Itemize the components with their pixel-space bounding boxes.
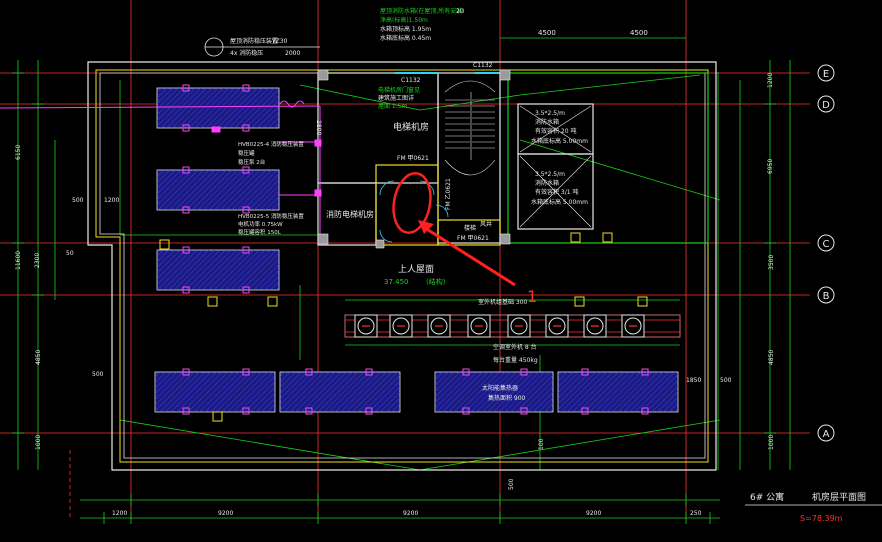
tank2-line2: 有效容积 3/1 吨: [535, 188, 578, 196]
note-mid-3: 稳压泵 2台: [238, 158, 266, 166]
dim-left-2: 11600: [15, 251, 22, 270]
axis-label-e: E: [823, 69, 829, 80]
note-fan-2: 空调室外机 8 台: [493, 343, 537, 351]
dim-top-right-1: 4500: [538, 29, 556, 37]
title-scale: S=78.39m: [800, 514, 843, 523]
equipment-markers: [182, 84, 649, 415]
title-project: 6# 公寓: [750, 491, 784, 503]
note-fan-3: 每台重量 450kg: [493, 356, 538, 364]
note-left-2: 4x 消防稳压: [230, 49, 263, 57]
support-pads: [159, 232, 648, 422]
room-stair: 楼梯: [464, 224, 476, 232]
dim-bottom-5: 250: [690, 510, 702, 517]
tank1-line1: 消防水箱: [535, 118, 559, 126]
axis-label-c: C: [823, 239, 830, 250]
tank1-title: 3.5*2.5/m: [535, 110, 565, 117]
stair-treads: [444, 80, 496, 176]
note-mid-1: HVB0225-4 消防稳压装置: [238, 140, 304, 148]
room-vent: 风井: [480, 220, 492, 228]
dim-top-mid: 20: [456, 8, 464, 15]
note-elev-2: 建筑施工图详: [378, 94, 414, 102]
highlight-annotation: [392, 172, 516, 287]
tank1-line3: 水箱底标高 5.00mm: [531, 137, 588, 145]
door-swings: [379, 72, 500, 243]
dim-bottom-right-vert: 100: [538, 438, 545, 450]
tank-crosses: [519, 105, 592, 228]
note-top-2: 净高(标高)1.50m: [380, 16, 428, 24]
title-block: 6# 公寓 机房层平面图 S=78.39m: [745, 491, 882, 523]
dim-1200: 1200: [104, 197, 119, 204]
door-label-fm2: FM 乙0621: [445, 178, 452, 210]
pipe-line: [0, 100, 322, 245]
note-left-4: 2000: [285, 50, 300, 57]
door-label-fm3: FM 甲0621: [457, 235, 489, 242]
note-mid-2: 稳压罐: [238, 149, 255, 157]
pump-symbol: [204, 37, 320, 57]
dim-bottom-2: 9200: [218, 510, 233, 517]
note-top-4: 水箱底标高 0.45m: [380, 34, 431, 42]
equipment-hatch: [155, 88, 678, 412]
grid-axis-lines: [0, 0, 810, 520]
dim-bottom-4: 9200: [586, 510, 601, 517]
dim-top-right-2: 4500: [630, 29, 648, 37]
door-label-c2: C1132: [473, 62, 493, 69]
dim-right-3: 3500: [768, 255, 775, 270]
dim-50: 50: [66, 250, 74, 257]
axis-label-b: B: [823, 291, 830, 302]
note-elev-1: 电梯机房门窗见: [378, 86, 420, 94]
title-drawing: 机房层平面图: [812, 491, 866, 503]
core-rooms: [317, 72, 709, 246]
door-label-c1: C1132: [401, 77, 421, 84]
dim-left-3: 4850: [35, 350, 42, 365]
dim-right-inner-1: 1850: [686, 377, 701, 384]
dim-right-1: 1200: [767, 73, 774, 88]
note-top-3: 水箱顶标高 1.95m: [380, 25, 431, 33]
dim-right-2: 6950: [767, 159, 774, 174]
room-elevator-machine: 电梯机房: [393, 121, 429, 133]
axis-label-a: A: [823, 429, 830, 440]
dim-bottom-mid: 500: [508, 478, 515, 490]
roof-elevation-note: (结构): [426, 277, 446, 286]
tank1-line2: 有效容积 20 吨: [535, 127, 576, 135]
note-left-1: 屋顶消防稳压装置: [230, 37, 278, 45]
annotation-number: 1: [527, 287, 537, 306]
axis-bubbles: [817, 64, 835, 442]
note-mid-5: 电机功率 0.75kW: [238, 220, 283, 228]
dim-left-1: 6150: [15, 145, 22, 160]
room-fire-elevator-machine: 消防电梯机房: [326, 209, 374, 219]
dim-right-5: 1000: [768, 435, 775, 450]
door-label-fm1: FM 甲0621: [397, 155, 429, 162]
dim-right-4: 4850: [768, 350, 775, 365]
dim-2800: 2800: [315, 120, 322, 135]
note-base-1: 太阳能集热器: [482, 384, 518, 392]
note-fan-1: 室外机组基础 300: [478, 298, 528, 306]
columns: [317, 69, 511, 249]
dim-bottom-1: 1200: [112, 510, 127, 517]
tank2-line3: 水箱底标高 5.00mm: [531, 198, 588, 206]
note-mid-4: HVB0225-5 消防稳压装置: [238, 212, 304, 220]
note-top-1: 屋顶消防水箱(在屋顶,所有安装): [380, 7, 465, 15]
note-left-3: YZ30: [271, 38, 288, 45]
dim-500-bottom: 500: [92, 371, 104, 378]
dim-500-left: 500: [72, 197, 84, 204]
dim-bottom-3: 9200: [403, 510, 418, 517]
dim-right-6: 500: [720, 377, 732, 384]
tank2-line1: 消防水箱: [535, 179, 559, 187]
dimension-lines: [12, 37, 791, 524]
note-base-2: 集热面积 900: [488, 394, 526, 402]
room-manned-roof: 上人屋面: [398, 264, 434, 275]
tank2-title: 3.5*2.5/m: [535, 171, 565, 178]
roof-elevation: 37.450: [384, 278, 409, 286]
dim-left-4: 1000: [35, 435, 42, 450]
note-mid-6: 稳压罐容积 150L: [238, 228, 282, 236]
note-elev-3: 屋面 1.5m: [378, 103, 407, 110]
axis-label-d: D: [822, 100, 830, 111]
dim-left-inner-1: 2300: [34, 253, 41, 268]
